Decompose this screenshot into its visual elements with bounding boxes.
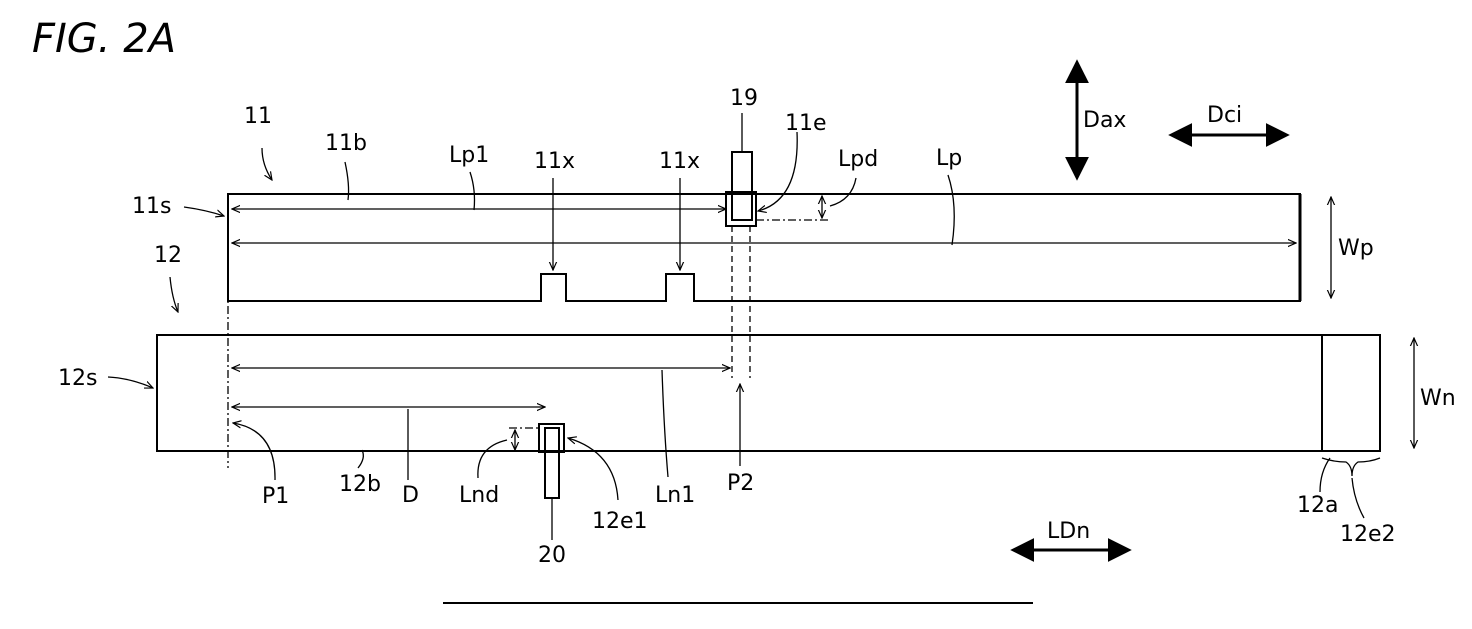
label-d: D xyxy=(402,483,419,508)
label-11b: 11b xyxy=(325,131,367,156)
brace-12e2 xyxy=(1322,458,1380,476)
label-lpd: Lpd xyxy=(838,147,878,172)
positive-tab xyxy=(726,152,756,226)
label-20: 20 xyxy=(538,543,566,568)
figure-title: FIG. 2A xyxy=(32,16,176,62)
label-11x-a: 11x xyxy=(534,149,575,174)
label-11s: 11s xyxy=(132,194,171,219)
leader-11s xyxy=(184,207,224,216)
leader-12b xyxy=(358,450,363,468)
label-12e1: 12e1 xyxy=(592,509,648,534)
label-12s: 12s xyxy=(58,366,97,391)
label-ldn: LDn xyxy=(1047,519,1090,544)
leader-lnd xyxy=(478,440,507,478)
leader-12s xyxy=(108,377,153,388)
leader-lp1 xyxy=(470,172,475,210)
label-wn: Wn xyxy=(1420,386,1456,411)
leader-12 xyxy=(170,277,178,312)
label-12a: 12a xyxy=(1297,493,1338,518)
leader-12e2 xyxy=(1352,478,1364,518)
label-dax: Dax xyxy=(1083,108,1126,133)
label-lnd: Lnd xyxy=(459,483,499,508)
leader-12a xyxy=(1320,458,1330,492)
leader-12e1 xyxy=(568,438,618,500)
negative-tab xyxy=(539,424,564,498)
label-11: 11 xyxy=(244,104,272,129)
label-p1: P1 xyxy=(262,484,289,509)
label-12b: 12b xyxy=(339,472,381,497)
label-ln1: Ln1 xyxy=(655,483,695,508)
leader-lpd xyxy=(830,178,856,206)
leader-11 xyxy=(262,148,272,180)
leader-11e xyxy=(758,132,797,211)
label-dci: Dci xyxy=(1207,103,1242,128)
label-11x-b: 11x xyxy=(659,149,700,174)
label-12e2: 12e2 xyxy=(1340,522,1396,547)
label-19: 19 xyxy=(730,86,758,111)
positive-electrode-plate xyxy=(228,194,1300,301)
label-11e: 11e xyxy=(785,111,827,136)
leader-lp xyxy=(948,175,954,245)
leader-ln1 xyxy=(662,370,668,477)
label-wp: Wp xyxy=(1338,236,1374,261)
label-lp: Lp xyxy=(936,146,962,171)
label-12: 12 xyxy=(154,243,182,268)
label-lp1: Lp1 xyxy=(449,143,489,168)
negative-electrode-plate xyxy=(157,335,1380,451)
label-p2: P2 xyxy=(727,471,754,496)
